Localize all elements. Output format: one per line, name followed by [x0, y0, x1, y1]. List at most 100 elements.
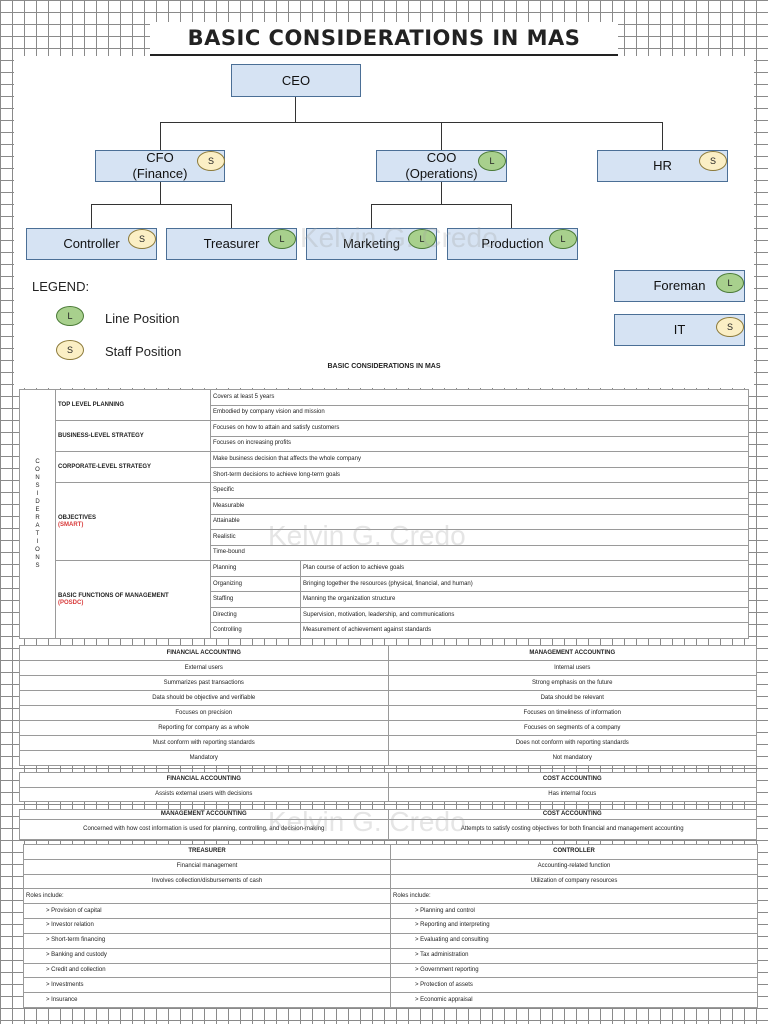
table-cell: Not mandatory — [387, 750, 757, 766]
org-label: Treasurer — [203, 236, 260, 251]
roles-label: Roles include: — [23, 888, 391, 905]
connector — [160, 182, 161, 204]
connector — [91, 204, 92, 228]
roles-label: Roles include: — [390, 888, 758, 905]
role-item: > Government reporting — [390, 962, 758, 979]
table-cell: Focuses on segments of a company — [387, 720, 757, 736]
staff-badge-icon: S — [128, 229, 156, 249]
side-label-letter: R — [35, 515, 40, 521]
table-cell: Summarizes past transactions — [19, 675, 389, 691]
table-cell: Mandatory — [19, 750, 389, 766]
role-item: > Investor relation — [23, 918, 391, 934]
column-header: MANAGEMENT ACCOUNTING — [387, 645, 757, 661]
table-cell: Must conform with reporting standards — [19, 735, 389, 751]
line-badge-icon: L — [716, 273, 744, 293]
column-header: FINANCIAL ACCOUNTING — [19, 645, 389, 661]
side-label-letter: T — [35, 531, 40, 537]
connector — [511, 204, 512, 228]
staff-badge-icon: S — [56, 340, 84, 360]
role-item: > Economic appraisal — [390, 992, 758, 1008]
org-label: Controller — [63, 236, 120, 251]
fa-ma-table: FINANCIAL ACCOUNTING MANAGEMENT ACCOUNTI… — [19, 645, 757, 766]
row-item: Make business decision that affects the … — [210, 451, 749, 468]
side-label-letter: I — [36, 491, 39, 497]
row-item: Short-term decisions to achieve long-ter… — [210, 466, 749, 484]
org-label: HR — [653, 158, 672, 173]
role-item: > Credit and collection — [23, 962, 391, 979]
row-item: Focuses on increasing profits — [210, 435, 749, 453]
role-item: > Short-term financing — [23, 932, 391, 949]
staff-badge-icon: S — [699, 151, 727, 171]
role-item: > Provision of capital — [23, 903, 391, 920]
connector — [441, 182, 442, 204]
row-item: Measurable — [210, 497, 749, 515]
connector — [231, 204, 232, 228]
connector — [295, 96, 296, 123]
function-name: Staffing — [210, 591, 301, 608]
side-label-letter: N — [35, 555, 40, 561]
table-cell: Attempts to satisfy costing objectives f… — [387, 819, 757, 840]
side-label-letter: O — [35, 547, 40, 553]
row-label: BASIC FUNCTIONS OF MANAGEMENT(POSDC) — [55, 560, 211, 639]
function-desc: Manning the organization structure — [300, 591, 749, 608]
connector — [160, 122, 663, 123]
row-label: BUSINESS-LEVEL STRATEGY — [55, 420, 211, 453]
table-cell: Reporting for company as a whole — [19, 720, 389, 736]
role-item: > Banking and custody — [23, 947, 391, 964]
org-label: Marketing — [342, 236, 401, 251]
column-header: COST ACCOUNTING — [387, 809, 757, 820]
column-header: COST ACCOUNTING — [387, 772, 757, 788]
role-item: > Planning and control — [390, 903, 758, 920]
table-cell: Does not conform with reporting standard… — [387, 735, 757, 751]
legend-title: LEGEND: — [32, 279, 90, 294]
org-label: Foreman — [653, 278, 706, 293]
row-item: Attainable — [210, 513, 749, 531]
legend-staff-position: Staff Position — [105, 344, 182, 359]
side-label-letter: A — [35, 523, 40, 529]
table-cell: Focuses on timeliness of information — [387, 705, 757, 721]
table-cell: Internal users — [387, 660, 757, 676]
table-cell: External users — [19, 660, 389, 676]
table-cell: Focuses on precision — [19, 705, 389, 721]
connector — [441, 122, 442, 150]
table-cell: Accounting-related function — [390, 858, 758, 875]
side-label-letter: C — [35, 459, 40, 465]
row-item: Covers at least 5 years — [210, 389, 749, 406]
row-item: Embodied by company vision and mission — [210, 404, 749, 422]
line-badge-icon: L — [549, 229, 577, 249]
table-cell: Assists external users with decisions — [19, 786, 389, 802]
function-name: Organizing — [210, 575, 301, 593]
considerations-title: BASIC CONSIDERATIONS IN MAS — [327, 363, 441, 370]
line-badge-icon: L — [56, 306, 84, 326]
table-cell: Concerned with how cost information is u… — [19, 819, 389, 840]
org-chart-panel — [14, 56, 754, 360]
table-cell: Strong emphasis on the future — [387, 675, 757, 691]
line-badge-icon: L — [478, 151, 506, 171]
side-label-letter: E — [35, 507, 40, 513]
org-label: CFO(Finance) — [132, 150, 188, 181]
table-cell: Involves collection/disbursements of cas… — [23, 873, 391, 890]
table-cell: Utilization of company resources — [390, 873, 758, 890]
role-item: > Insurance — [23, 992, 391, 1008]
page-title: BASIC CONSIDERATIONS IN MAS — [150, 22, 618, 56]
org-box-ceo: CEO — [231, 64, 361, 97]
org-label: CEO — [281, 72, 311, 88]
column-header: TREASURER — [23, 844, 391, 860]
row-item: Realistic — [210, 529, 749, 546]
connector — [371, 204, 372, 228]
table-cell: Data should be relevant — [387, 690, 757, 706]
legend-line-position: Line Position — [105, 311, 180, 326]
connector — [662, 122, 663, 150]
role-item: > Protection of assets — [390, 977, 758, 994]
role-item: > Evaluating and consulting — [390, 932, 758, 949]
column-header: MANAGEMENT ACCOUNTING — [19, 809, 389, 820]
role-item: > Investments — [23, 977, 391, 994]
ma-ca-table: MANAGEMENT ACCOUNTING COST ACCOUNTING Co… — [19, 809, 757, 840]
org-label: COO(Operations) — [405, 150, 478, 181]
side-label-letter: S — [35, 563, 40, 569]
row-label: TOP LEVEL PLANNING — [55, 388, 211, 422]
staff-badge-icon: S — [716, 317, 744, 337]
table-cell: Has internal focus — [387, 786, 757, 802]
